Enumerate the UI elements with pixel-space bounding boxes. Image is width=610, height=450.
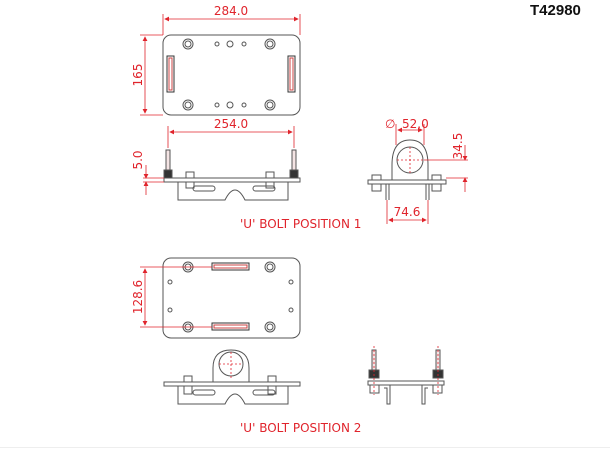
p2-top-dimensions [140,266,212,328]
p1-top-view [162,34,301,116]
p1-bolt-spacing-label: 254.0 [214,117,248,131]
p1-side-view [367,139,447,200]
p1-diameter-symbol: ∅ [385,117,395,131]
position2-caption: 'U' BOLT POSITION 2 [240,421,362,435]
p1-thickness-label: 5.0 [131,150,145,169]
p2-side-view [367,349,445,405]
p1-base-width-label: 74.6 [394,205,421,219]
p1-front-view [163,149,301,201]
footer-divider [0,447,610,448]
position1-caption: 'U' BOLT POSITION 1 [240,217,362,231]
part-number: T42980 [530,2,581,19]
p1-height-label: 165 [131,64,145,87]
p1-width-label: 284.0 [214,4,248,18]
p1-diameter-label: 52.0 [402,117,429,131]
p1-front-dimensions [143,126,295,195]
p1-clearance-height-label: 34.5 [451,133,465,160]
p2-height-label: 128.6 [131,280,145,314]
p2-front-view [163,349,301,405]
p1-top-dimensions [140,14,301,116]
p1-side-dimensions [386,124,468,224]
p2-top-view [162,257,301,339]
